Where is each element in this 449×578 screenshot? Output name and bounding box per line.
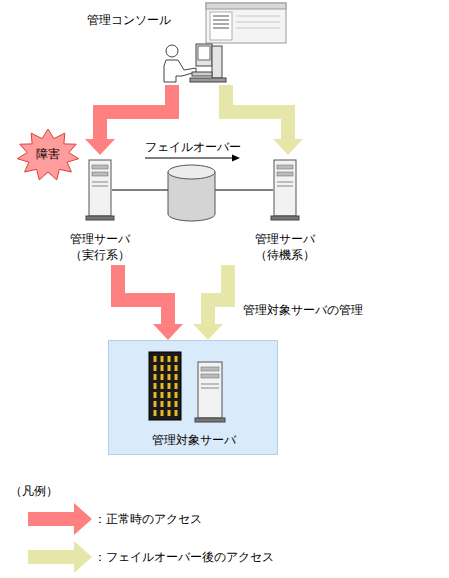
legend-swatch [28, 540, 94, 574]
legend-swatch [28, 502, 94, 536]
shared-disk [112, 165, 273, 221]
node-text: 管理サーバ （実行系） [55, 231, 145, 263]
failover-arrow [145, 155, 240, 162]
console-window [206, 3, 286, 43]
access-arrow [118, 265, 183, 340]
server-tower [271, 160, 299, 220]
node-text: 管理対象サーバ [109, 432, 279, 448]
legend-text: ：フェイルオーバー後のアクセス [94, 549, 274, 565]
node-text: 障害 [16, 146, 80, 162]
legend-arrow [28, 503, 92, 535]
server-node: 管理サーバ （待機系） [240, 155, 330, 265]
node-text: 管理コンソール [87, 12, 171, 28]
managed-group-box: 管理対象サーバ [108, 340, 278, 455]
server-tower [86, 160, 114, 220]
console-node: 管理コンソール [85, 3, 290, 85]
legend-heading: （凡例） [10, 484, 58, 498]
legend-text: ：正常時のアクセス [94, 511, 202, 527]
edge-label: 管理対象サーバの管理 [243, 303, 363, 317]
node-text: 管理サーバ （待機系） [240, 231, 330, 263]
fault-burst: 障害 [16, 128, 80, 182]
console-operator [164, 44, 226, 82]
access-arrow [193, 265, 228, 340]
legend-arrow [28, 541, 92, 573]
edge-label: フェイルオーバー [145, 140, 241, 154]
